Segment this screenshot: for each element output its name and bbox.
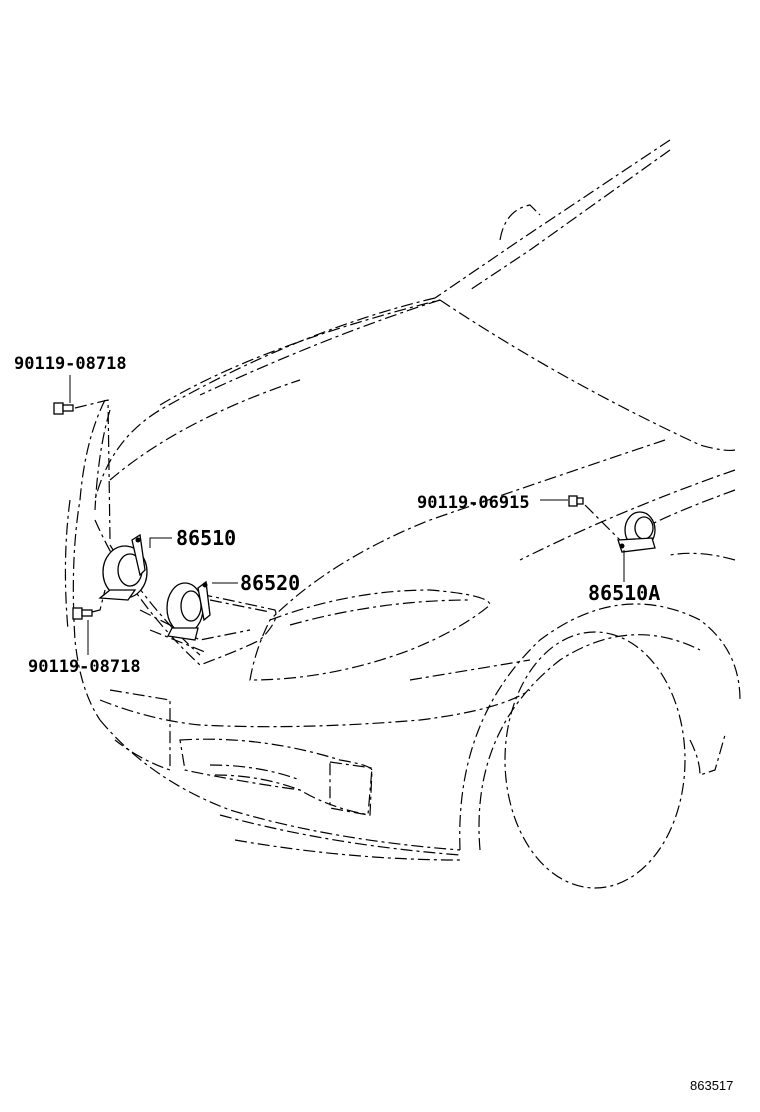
label-bolt-bottom: 90119-08718	[28, 657, 141, 677]
label-horn-86510a: 86510A	[588, 581, 660, 605]
bolt-right[interactable]	[568, 495, 584, 507]
reference-number: 863517	[690, 1078, 733, 1093]
label-bolt-top: 90119-08718	[14, 354, 127, 374]
bolt-top[interactable]	[53, 402, 74, 415]
label-horn-86510: 86510	[176, 526, 236, 550]
vehicle-outline	[64, 139, 741, 889]
label-bolt-right: 90119-06915	[417, 493, 530, 513]
horn-86510a[interactable]	[617, 511, 656, 553]
bolt-bottom[interactable]	[72, 607, 93, 620]
horn-86510[interactable]	[98, 533, 148, 601]
label-horn-86520: 86520	[240, 571, 300, 595]
horn-86520[interactable]	[166, 580, 211, 641]
leader-lines	[69, 375, 625, 655]
